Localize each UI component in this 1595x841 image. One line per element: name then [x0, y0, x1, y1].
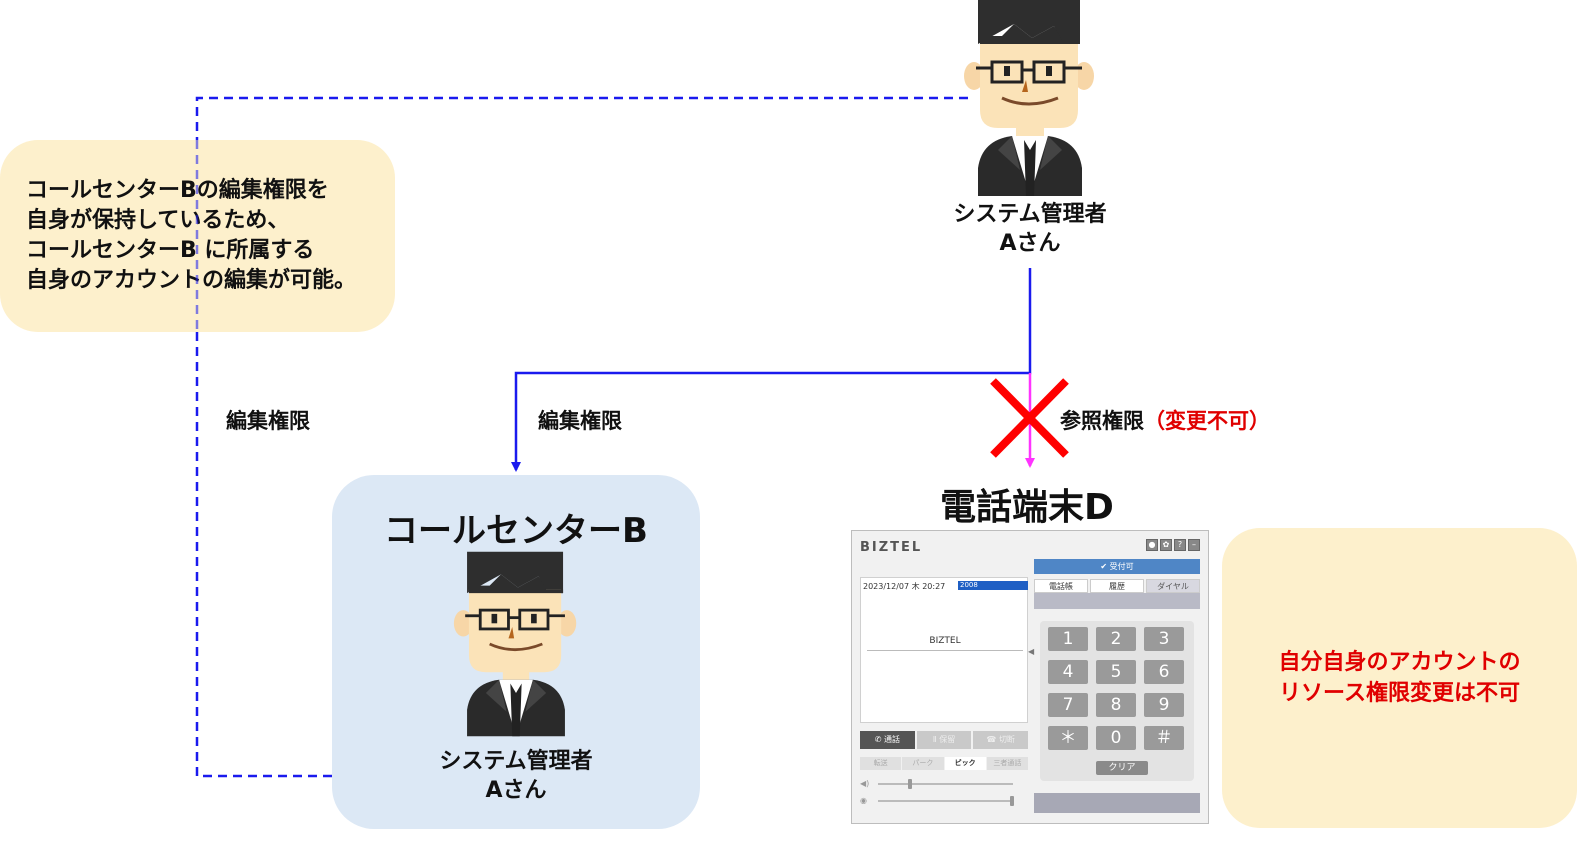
tab-dial[interactable]: ダイヤル [1146, 579, 1200, 593]
mic-icon: ◉ [860, 796, 867, 805]
right-note-box: 自分自身のアカウントの リソース権限変更は不可 [1222, 528, 1577, 828]
key-8[interactable]: 8 [1096, 693, 1136, 717]
tab-phonebook[interactable]: 電話帳 [1034, 579, 1088, 593]
call-center-admin-caption-line2: Aさん [485, 778, 547, 803]
call-center-admin-caption-line1: システム管理者 [439, 749, 593, 774]
phone-call-buttons: ✆ 通話 Ⅱ 保留 ☎ 切断 [860, 731, 1029, 749]
denied-cross-icon [990, 378, 1069, 458]
talk-button[interactable]: ✆ 通話 [860, 731, 915, 749]
phone-tab-strip [1034, 593, 1200, 609]
help-icon[interactable]: ? [1174, 539, 1186, 551]
phone-sub-buttons: 転送 パーク ピック 三者通話 [860, 757, 1028, 770]
right-note-line: リソース権限変更は不可 [1279, 681, 1520, 706]
phone-status-text: 受付可 [1109, 562, 1134, 571]
phone-datetime: 2023/12/07 木 20:27 [863, 582, 946, 591]
key-2[interactable]: 2 [1096, 627, 1136, 651]
call-center-admin-caption: システム管理者 Aさん [416, 747, 616, 805]
hold-button[interactable]: Ⅱ 保留 [916, 731, 972, 749]
left-note-line: 自身のアカウントの編集が可能。 [26, 268, 357, 293]
panel-collapse-icon[interactable]: ◀ [1028, 647, 1035, 656]
phone-center-brand: BIZTEL [929, 636, 961, 646]
key-1[interactable]: 1 [1048, 627, 1088, 651]
talk-button-label: 通話 [883, 735, 900, 744]
key-star[interactable]: ＊ [1048, 726, 1088, 750]
hangup-icon: ☎ [986, 735, 999, 744]
solid-edit-permission-label: 編集権限 [538, 409, 622, 433]
key-4[interactable]: 4 [1048, 660, 1088, 684]
top-admin-caption: システム管理者 Aさん [930, 200, 1130, 258]
left-note-line: コールセンターBの編集権限を [26, 178, 329, 203]
top-admin-caption-line1: システム管理者 [953, 202, 1107, 227]
pause-icon: Ⅱ [932, 735, 940, 744]
phone-brand: BIZTEL [860, 540, 923, 555]
device-title: 電話端末D [940, 487, 1114, 528]
reference-permission-note: （変更不可） [1144, 409, 1270, 433]
tab-history[interactable]: 履歴 [1090, 579, 1144, 593]
key-0[interactable]: 0 [1096, 726, 1136, 750]
speaker-slider-knob[interactable] [908, 779, 912, 789]
right-note-line: 自分自身のアカウントの [1278, 650, 1521, 675]
speaker-icon: ◀) [860, 779, 870, 788]
phone-keypad: 1 2 3 4 5 6 7 8 9 ＊ 0 ＃ クリア [1040, 621, 1194, 781]
top-admin-caption-line2: Aさん [999, 231, 1061, 256]
call-center-box: コールセンターB システム管理者 Aさん [332, 475, 700, 829]
mic-volume-slider[interactable]: ◉ [860, 796, 1028, 806]
top-admin-avatar [964, 0, 1094, 196]
phone-window-buttons: ● ✿ ? – [1146, 539, 1200, 551]
hangup-button[interactable]: ☎ 切断 [973, 731, 1029, 749]
phone-widget: BIZTEL ● ✿ ? – ✔ 受付可 2023/12/07 木 20:27 … [851, 530, 1209, 824]
reference-permission-label: 参照権限（変更不可） [1060, 405, 1270, 435]
speaker-volume-slider[interactable]: ◀) [860, 779, 1028, 789]
left-note-line: コールセンターB に所属する [26, 238, 315, 263]
key-9[interactable]: 9 [1144, 693, 1184, 717]
key-6[interactable]: 6 [1144, 660, 1184, 684]
key-7[interactable]: 7 [1048, 693, 1088, 717]
hold-button-label: 保留 [939, 735, 956, 744]
phone-tabs: 電話帳 履歴 ダイヤル [1034, 579, 1200, 593]
dashed-edit-permission-label: 編集権限 [226, 409, 310, 433]
phone-center-rule [867, 650, 1023, 651]
mic-slider-track [878, 800, 1013, 802]
speaker-slider-track [878, 783, 1013, 785]
three-way-button[interactable]: 三者通話 [986, 757, 1028, 770]
transfer-button[interactable]: 転送 [860, 757, 902, 770]
phone-bottom-strip [1034, 793, 1200, 813]
solid-edit-permission-line [511, 268, 1032, 472]
mic-slider-knob[interactable] [1010, 796, 1014, 806]
hangup-button-label: 切断 [998, 735, 1015, 744]
phone-icon: ✆ [874, 735, 884, 744]
key-3[interactable]: 3 [1144, 627, 1184, 651]
park-button[interactable]: パーク [902, 757, 944, 770]
clear-button[interactable]: クリア [1096, 761, 1148, 775]
reference-permission-text: 参照権限 [1060, 409, 1144, 433]
check-icon: ✔ [1100, 562, 1110, 571]
minimize-icon[interactable]: – [1188, 539, 1200, 551]
key-hash[interactable]: ＃ [1144, 726, 1184, 750]
user-icon[interactable]: ● [1146, 539, 1158, 551]
phone-extension: 2008 [958, 581, 1028, 590]
left-note-line: 自身が保持しているため、 [26, 208, 290, 233]
call-center-admin-avatar [453, 551, 577, 737]
call-center-title: コールセンターB [384, 511, 648, 551]
key-5[interactable]: 5 [1096, 660, 1136, 684]
phone-call-panel: 2023/12/07 木 20:27 2008 BIZTEL [860, 577, 1028, 723]
phone-status-bar: ✔ 受付可 [1034, 559, 1200, 574]
gear-icon[interactable]: ✿ [1160, 539, 1172, 551]
left-note-box: コールセンターBの編集権限を 自身が保持しているため、 コールセンターB に所属… [0, 140, 395, 332]
pick-button[interactable]: ピック [944, 757, 986, 770]
